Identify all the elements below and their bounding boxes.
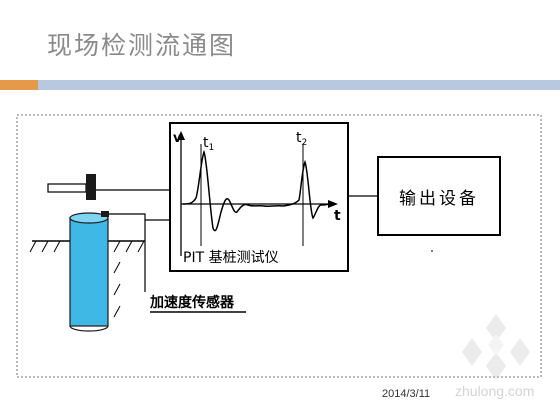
dashed-frame [16, 114, 542, 378]
sensor-wire [109, 213, 170, 221]
sensor-label: 加速度传感器 [149, 294, 235, 311]
slide-title: 现场检测流通图 [47, 31, 237, 60]
watermark-text: zhulong.com [455, 383, 535, 399]
t-axis-label: t [334, 208, 341, 224]
marker-t1-label: t1 [203, 135, 214, 153]
output-device-label: 输出设备 [399, 189, 479, 209]
header-divider-bar [38, 80, 560, 90]
pit-label: PIT 基桩测试仪 [183, 249, 279, 266]
stray-dot [431, 250, 433, 252]
marker-t2-label: t2 [296, 130, 307, 148]
pile [69, 212, 109, 332]
output-device-box [377, 156, 501, 236]
slide-date: 2014/3/11 [382, 388, 431, 400]
pit-instrument-box [169, 122, 349, 272]
v-axis-label: v [173, 131, 182, 146]
hammer [47, 174, 96, 200]
reflection-waveform [182, 149, 331, 232]
accelerometer-sensor [101, 211, 109, 217]
t-axis-arrow [328, 200, 338, 208]
watermark-logo [462, 314, 530, 380]
v-axis-arrow [177, 131, 185, 140]
header-accent-bar [0, 80, 38, 90]
